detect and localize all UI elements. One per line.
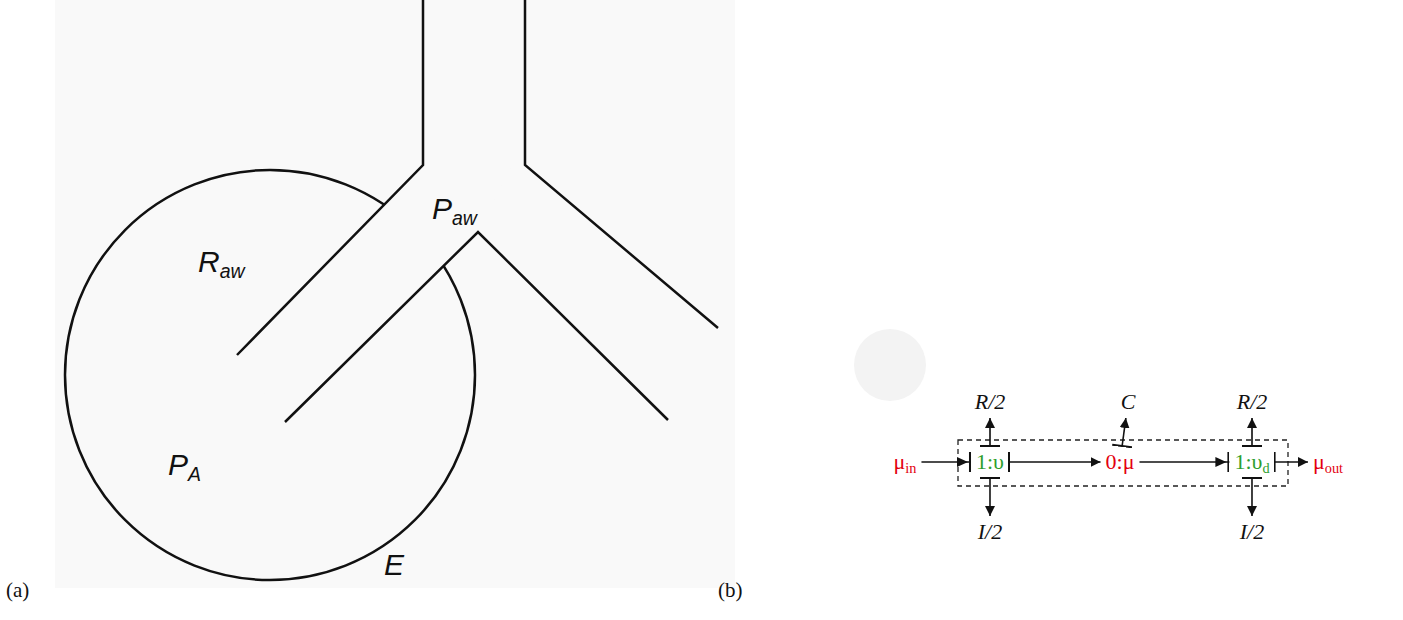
node-text: C — [1121, 389, 1136, 415]
panel-label: (a) — [6, 578, 29, 603]
node-text: 0:μ — [1106, 449, 1135, 475]
pressure-label: PA — [168, 448, 201, 482]
resistor-element: R/2 — [970, 386, 1011, 418]
pressure-label: Paw — [432, 192, 477, 226]
resistance-label: Raw — [198, 245, 245, 279]
node-text: R/2 — [975, 389, 1006, 415]
panel-label: (b) — [718, 578, 743, 603]
airway-wall — [285, 232, 668, 422]
airway-walls — [237, 0, 718, 422]
power-bond — [1251, 418, 1253, 446]
airway-lumen — [237, 140, 525, 422]
power-bond — [989, 418, 991, 446]
capacitor-element: C — [1116, 386, 1141, 418]
inertance-element: I/2 — [973, 516, 1007, 548]
node-text: μin — [894, 449, 917, 475]
power-bond — [1139, 461, 1229, 463]
one-junction: 1:υ — [971, 446, 1009, 478]
one-junction: 1:υd — [1229, 446, 1274, 478]
zero-junction: 0:μ — [1101, 446, 1140, 478]
power-bond — [1251, 478, 1253, 516]
elastance-label: E — [384, 548, 404, 582]
node-text: μout — [1313, 449, 1343, 475]
airway-wall — [237, 0, 423, 355]
dashed-boundary — [958, 440, 1288, 486]
power-bond — [921, 461, 971, 463]
airway-wall — [525, 0, 718, 328]
node-text: 1:υd — [1234, 449, 1269, 475]
input-effort: μin — [889, 446, 922, 478]
node-text: I/2 — [978, 519, 1002, 545]
node-text: R/2 — [1237, 389, 1268, 415]
power-bond — [989, 478, 991, 516]
faint-spot — [854, 329, 926, 401]
resistor-element: R/2 — [1232, 386, 1273, 418]
stippled-ground — [55, 0, 735, 588]
inertance-element: I/2 — [1235, 516, 1269, 548]
power-bond — [1122, 418, 1126, 446]
node-text: 1:υ — [976, 449, 1004, 475]
power-bond — [1009, 461, 1101, 463]
power-bond — [1275, 461, 1308, 463]
node-text: I/2 — [1240, 519, 1264, 545]
output-effort: μout — [1308, 446, 1348, 478]
